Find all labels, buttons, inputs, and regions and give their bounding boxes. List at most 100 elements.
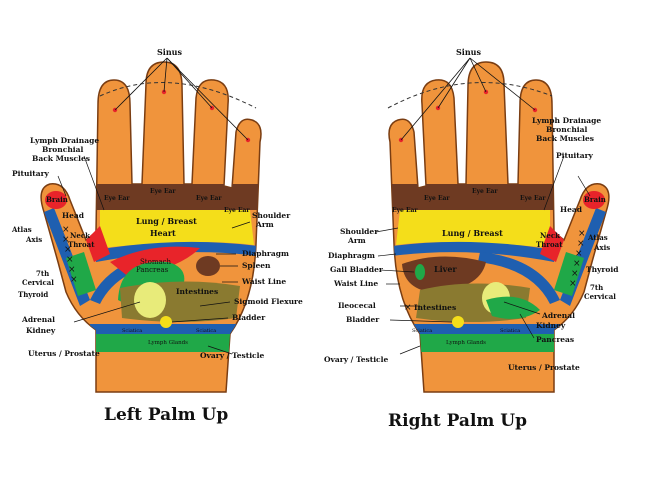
left-sigmoid-label: Sigmoid Flexure <box>234 297 303 306</box>
svg-text:×: × <box>577 239 585 249</box>
right-sciatica-1: Sciatica <box>412 328 432 334</box>
left-eye-ear-1: Eye Ear <box>104 195 130 202</box>
right-thyroid-label: Thyroid <box>586 265 619 274</box>
right-liver-zone <box>402 256 486 292</box>
left-eye-ear-band <box>90 184 261 210</box>
left-lymph-drainage-label: Lymph Drainage <box>30 136 99 145</box>
left-x-marks: ××× ××× <box>62 225 78 285</box>
right-ileocecal-label: Ileocecal <box>338 301 376 310</box>
right-gallbladder-zone <box>415 264 425 280</box>
left-intestines-label: Intestines <box>176 287 218 296</box>
right-sinus-label: Sinus <box>456 47 481 57</box>
svg-text:×: × <box>68 265 76 275</box>
left-brain-label: Brain <box>46 195 68 204</box>
right-bronchial-label: Bronchial <box>546 125 587 134</box>
left-lymph-band <box>90 334 260 352</box>
left-hand: ××× ××× <box>40 57 262 393</box>
right-lung-breast-label: Lung / Breast <box>442 228 503 238</box>
right-eye-ear-4: Eye Ear <box>520 195 546 202</box>
left-throat-label: Throat <box>68 240 95 249</box>
svg-text:×: × <box>571 269 579 279</box>
left-ovary-testicle-label: Ovary / Testicle <box>200 351 264 360</box>
left-head-label: Head <box>62 211 85 220</box>
right-adrenal-label: Adrenal <box>541 311 575 320</box>
left-kidney-zone <box>134 282 166 318</box>
right-eye-ear-1: Eye Ear <box>392 207 418 214</box>
left-sciatica-band <box>90 324 260 334</box>
right-thumb-green <box>554 252 584 296</box>
left-sciatica-2: Sciatica <box>196 328 216 334</box>
right-arm-label: Arm <box>347 236 366 245</box>
left-bronchial-label: Bronchial <box>42 145 83 154</box>
svg-text:×: × <box>66 255 74 265</box>
right-neck-zone <box>540 226 564 262</box>
right-eye-ear-3: Eye Ear <box>472 188 498 195</box>
left-thyroid-label: Thyroid <box>18 290 48 299</box>
right-lung-zone <box>396 210 550 248</box>
right-atlas-label: Atlas <box>587 233 608 242</box>
right-leader-lines <box>375 155 591 355</box>
left-shoulder-label: Shoulder <box>252 211 291 220</box>
right-diaphragm-label: Diaphragm <box>328 251 375 260</box>
right-blue-curve <box>478 252 560 304</box>
left-spleen-zone <box>196 256 220 276</box>
right-bladder-zone <box>452 316 464 328</box>
left-neck-zone <box>86 226 110 262</box>
left-atlas-label: Atlas <box>11 225 32 234</box>
right-axis-label: Axis <box>593 243 610 252</box>
right-gall-bladder-label: Gall Bladder <box>330 265 384 274</box>
right-ovary-testicle-label: Ovary / Testicle <box>324 355 388 364</box>
right-eye-ear-2: Eye Ear <box>424 195 450 202</box>
left-bladder-zone <box>160 316 172 328</box>
left-title: Left Palm Up <box>104 405 228 425</box>
svg-text:×: × <box>578 229 586 239</box>
left-heart-label: Heart <box>150 228 176 238</box>
right-neck-label: Neck <box>540 231 560 240</box>
right-head-label: Head <box>560 205 583 214</box>
left-brain-zone <box>45 191 67 209</box>
left-kidney-label: Kidney <box>26 326 56 335</box>
right-sinus-arc <box>387 82 553 109</box>
right-uterus-prostate-label: Uterus / Prostate <box>508 363 580 372</box>
svg-text:×: × <box>70 275 78 285</box>
left-back-muscles-label: Back Muscles <box>32 154 90 163</box>
left-lung-zone <box>100 210 254 248</box>
svg-text:×: × <box>569 279 577 289</box>
left-thumb-green <box>66 252 96 296</box>
svg-text:×: × <box>575 249 583 259</box>
right-lymph-glands-label: Lymph Glands <box>446 340 486 346</box>
right-lymph-drainage-label: Lymph Drainage <box>532 116 601 125</box>
left-uterus-prostate-label: Uterus / Prostate <box>28 349 100 358</box>
right-pancreas-label: Pancreas <box>536 335 574 344</box>
right-title: Right Palm Up <box>388 411 527 431</box>
left-axis-label: Axis <box>25 235 42 244</box>
right-cervical-label: Cervical <box>584 292 616 301</box>
left-hand-labels: Sinus Lymph Drainage Bronchial Back Musc… <box>11 47 303 425</box>
right-sinus-lines <box>400 57 536 141</box>
right-sciatica-band <box>390 324 560 334</box>
right-sciatica-2: Sciatica <box>500 328 520 334</box>
right-shoulder-label: Shoulder <box>340 227 379 236</box>
right-brain-label: Brain <box>584 195 606 204</box>
svg-text:×: × <box>573 259 581 269</box>
left-pancreas-label: Pancreas <box>136 266 169 274</box>
right-back-muscles-label: Back Muscles <box>536 134 594 143</box>
svg-text:×: × <box>64 245 72 255</box>
left-spleen-label: Spleen <box>242 261 271 270</box>
right-pancreas-zone <box>486 296 540 319</box>
left-diaphragm-label: Diaphragm <box>242 249 289 258</box>
left-cervical-label: Cervical <box>22 278 54 287</box>
right-waist-line-label: Waist Line <box>333 279 378 288</box>
right-hand: ××× ××× × <box>375 57 610 393</box>
right-kidney-label: Kidney <box>536 321 566 330</box>
svg-text:×: × <box>62 225 70 235</box>
left-pituitary-label: Pituitary <box>12 169 50 178</box>
left-sciatica-1: Sciatica <box>122 328 142 334</box>
right-bladder-label: Bladder <box>346 315 380 324</box>
right-eye-ear-band <box>389 184 560 210</box>
left-eye-ear-4: Eye Ear <box>224 207 250 214</box>
left-stomach-label: Stomach <box>140 258 172 266</box>
right-hand-labels: Sinus Lymph Drainage Bronchial Back Musc… <box>324 47 619 431</box>
right-intestines-label: Intestines <box>414 303 456 312</box>
